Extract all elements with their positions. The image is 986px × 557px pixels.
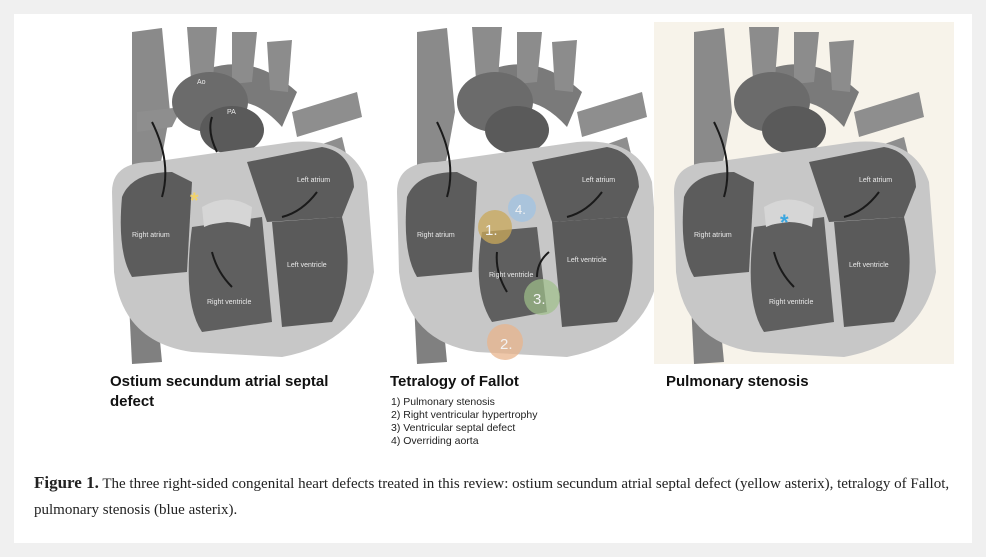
tof-legend: 1) Pulmonary stenosis 2) Right ventricul…	[391, 396, 537, 448]
label-ao: Ao	[197, 79, 206, 86]
label-right-atrium: Right atrium	[694, 232, 732, 239]
label-left-ventricle: Left ventricle	[567, 257, 607, 264]
figure-container: Ao PA Left atrium Right atrium Left vent…	[14, 14, 972, 543]
blue-asterisk-marker: *	[780, 210, 789, 235]
marker-4: 4.	[515, 202, 526, 217]
heart-diagram-tof: 1. 2. 3. 4. Left atrium Right atrium Lef…	[377, 22, 677, 364]
asd-heart-illustration: Ao PA Left atrium Right atrium Left vent…	[92, 22, 392, 364]
yellow-asterisk-marker: *	[190, 188, 199, 213]
figure-caption: Figure 1. The three right-sided congenit…	[34, 470, 959, 523]
label-right-ventricle: Right ventricle	[207, 299, 251, 306]
marker-1: 1.	[485, 222, 498, 239]
ps-heart-illustration: * Left atrium Right atrium Left ventricl…	[654, 22, 954, 364]
label-left-atrium: Left atrium	[582, 177, 615, 184]
caption-label: Figure 1.	[34, 473, 99, 492]
label-right-ventricle: Right ventricle	[769, 299, 813, 306]
legend-item: 3) Ventricular septal defect	[391, 422, 537, 435]
label-left-ventricle: Left ventricle	[287, 262, 327, 269]
marker-2: 2.	[500, 336, 513, 353]
label-right-ventricle: Right ventricle	[489, 272, 533, 279]
label-right-atrium: Right atrium	[132, 232, 170, 239]
legend-item: 2) Right ventricular hypertrophy	[391, 409, 537, 422]
legend-item: 1) Pulmonary stenosis	[391, 396, 537, 409]
heart-diagram-asd: Ao PA Left atrium Right atrium Left vent…	[92, 22, 392, 364]
marker-3: 3.	[533, 291, 546, 308]
panel-title-ps: Pulmonary stenosis	[666, 372, 809, 392]
panel-title-asd: Ostium secundum atrial septal defect	[110, 372, 370, 412]
label-pa: PA	[227, 109, 236, 116]
legend-item: 4) Overriding aorta	[391, 435, 537, 448]
heart-diagram-ps: * Left atrium Right atrium Left ventricl…	[654, 22, 954, 364]
label-left-atrium: Left atrium	[297, 177, 330, 184]
caption-text: The three right-sided congenital heart d…	[34, 476, 949, 518]
tof-heart-illustration: 1. 2. 3. 4. Left atrium Right atrium Lef…	[377, 22, 677, 364]
label-right-atrium: Right atrium	[417, 232, 455, 239]
label-left-atrium: Left atrium	[859, 177, 892, 184]
panel-title-tof: Tetralogy of Fallot	[390, 372, 519, 392]
label-left-ventricle: Left ventricle	[849, 262, 889, 269]
